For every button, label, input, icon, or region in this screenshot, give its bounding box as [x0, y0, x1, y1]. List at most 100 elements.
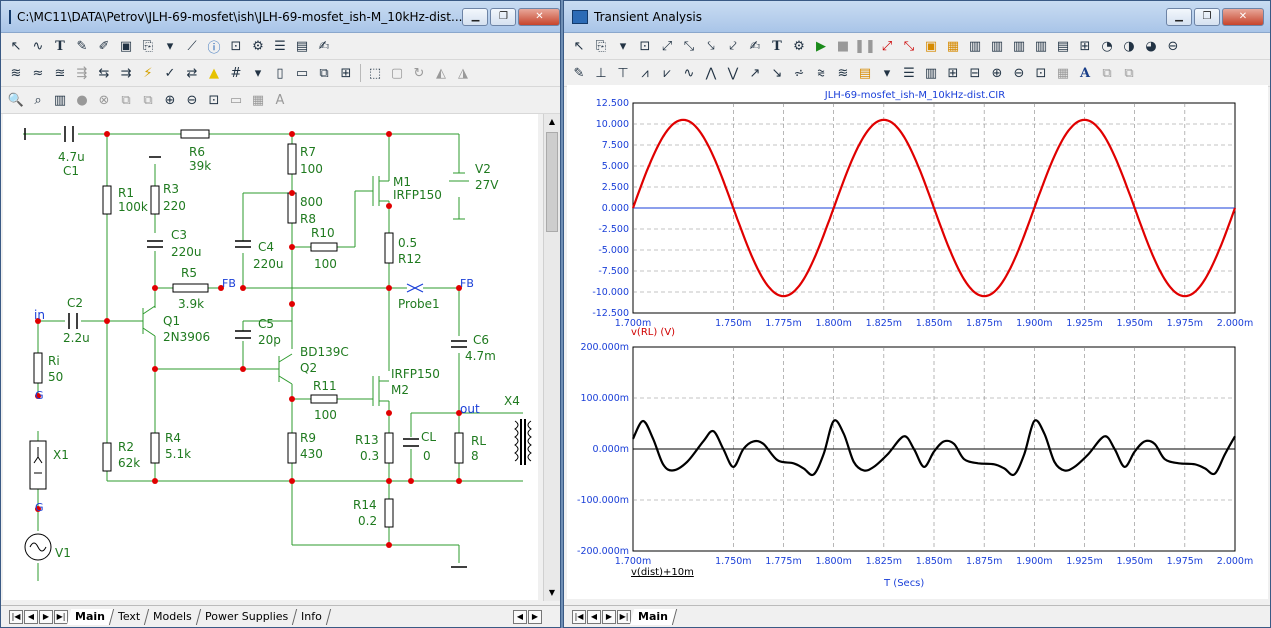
scale-x-icon[interactable]: ⤢ [661, 38, 673, 54]
node-voltages-icon[interactable]: ≈ [32, 65, 44, 81]
clipboard-icon-2[interactable]: ▤ [858, 65, 872, 81]
edit-graph-icon[interactable]: ✎ [573, 65, 585, 81]
zoom-fit-icon-2[interactable]: ⊡ [1035, 65, 1047, 81]
prev-page-button-2[interactable]: ◀ [587, 609, 601, 624]
info-icon[interactable]: ⓘ [207, 40, 221, 56]
probe-icon[interactable]: ⟋ [187, 38, 197, 54]
binoculars-icon[interactable]: ⌕ [34, 92, 42, 108]
select-icon[interactable]: ↖ [573, 38, 585, 54]
data-points-icon[interactable]: ▣ [924, 38, 938, 54]
warning-icon[interactable]: ▲ [209, 65, 219, 81]
mirror-icon[interactable]: ◮ [458, 65, 468, 81]
transient-titlebar[interactable]: Transient Analysis ▁ ❐ ✕ [564, 1, 1270, 33]
line-tool-icon[interactable]: ✎ [76, 38, 88, 54]
zoom-in-icon[interactable]: ⊕ [164, 92, 176, 108]
slope-icon[interactable]: ⩫ [793, 65, 805, 81]
plot-area[interactable]: JLH-69-mosfet_ish-M_10kHz-dist.CIR 1.700… [567, 85, 1268, 599]
next-page-button[interactable]: ▶ [39, 609, 53, 624]
properties-icon-2[interactable]: ⚙ [793, 38, 805, 54]
view-4-icon[interactable]: ▥ [1034, 38, 1048, 54]
minimize-button-2[interactable]: ▁ [1166, 7, 1192, 26]
copy-window-icon-2[interactable]: ⧉ [1102, 65, 1112, 81]
wire-mode-icon[interactable]: ∿ [32, 38, 44, 54]
valley-icon[interactable]: ⊤ [617, 65, 629, 81]
tokens-icon[interactable]: ▦ [946, 38, 960, 54]
condition-icon[interactable]: ✓ [164, 65, 176, 81]
find-icon[interactable]: 🔍 [7, 92, 25, 108]
library-icon[interactable]: ⚙ [252, 38, 264, 54]
stop-icon-2[interactable]: ■ [836, 38, 850, 54]
zoom-2-icon[interactable]: ◑ [1123, 38, 1135, 54]
cancel-icon[interactable]: ⊗ [98, 92, 110, 108]
pause-icon[interactable]: ❚❚ [854, 38, 876, 54]
tracker-icon[interactable]: ⊟ [969, 65, 981, 81]
copy-window-icon[interactable]: ⧉ [121, 92, 131, 108]
high-icon[interactable]: ⩘ [641, 65, 649, 81]
close-button-2[interactable]: ✕ [1222, 7, 1264, 26]
pan-icon[interactable]: ⤦ [729, 38, 737, 54]
scale-icon[interactable]: ⊡ [639, 38, 651, 54]
view-5-icon[interactable]: ▤ [1056, 38, 1070, 54]
zoom-3-icon[interactable]: ◕ [1145, 38, 1157, 54]
zoom-fit-icon[interactable]: ⊡ [208, 92, 220, 108]
last-page-button-2[interactable]: ▶| [617, 609, 631, 624]
zoom-out-icon-2[interactable]: ⊖ [1013, 65, 1025, 81]
tab-models[interactable]: Models [145, 608, 202, 625]
font-icon[interactable]: A [275, 92, 285, 108]
node-names-icon[interactable]: ≊ [54, 65, 66, 81]
restore-scale-icon[interactable]: ⤡ [903, 38, 915, 54]
scrollbar-thumb[interactable] [546, 132, 558, 232]
next-page-button-2[interactable]: ▶ [602, 609, 616, 624]
minimize-button[interactable]: ▁ [462, 7, 489, 26]
window-icon[interactable]: ⧉ [319, 65, 329, 81]
prev-simulation-icon[interactable]: ≋ [837, 65, 849, 81]
toolbox-icon[interactable]: ⊞ [340, 65, 352, 81]
scroll-left-button[interactable]: ◀ [513, 609, 527, 624]
peak-icon[interactable]: ⊥ [595, 65, 607, 81]
same-y-icon[interactable]: ⊞ [947, 65, 959, 81]
page-icon[interactable]: ▯ [276, 65, 284, 81]
scale-y-icon[interactable]: ⤡ [683, 38, 695, 54]
top-icon[interactable]: ↗ [749, 65, 761, 81]
scroll-right-button[interactable]: ▶ [528, 609, 542, 624]
numeric-output-icon[interactable]: ☰ [903, 65, 915, 81]
print-icon[interactable]: ▭ [229, 92, 243, 108]
global-low-icon[interactable]: ⋁ [727, 65, 739, 81]
graph-text-icon[interactable]: ✍ [749, 38, 761, 54]
run-icon[interactable]: ▶ [816, 38, 826, 54]
next-simulation-icon[interactable]: ⩬ [817, 65, 825, 81]
current-icon[interactable]: ⇆ [98, 65, 110, 81]
lightning-icon[interactable]: ⚡ [143, 65, 153, 81]
grid-icon[interactable]: # [230, 65, 242, 81]
tab-power-supplies[interactable]: Power Supplies [196, 608, 298, 625]
low-icon[interactable]: ⩗ [663, 65, 671, 81]
first-page-button-2[interactable]: |◀ [572, 609, 586, 624]
node-numbers-icon[interactable]: ≋ [10, 65, 22, 81]
prev-page-button[interactable]: ◀ [24, 609, 38, 624]
flag-tool-icon[interactable]: ✐ [98, 38, 110, 54]
swap-icon[interactable]: ⇄ [186, 65, 198, 81]
tile-icon[interactable]: ▦ [251, 92, 265, 108]
blank-icon[interactable]: ▢ [390, 65, 404, 81]
view-2-icon[interactable]: ▥ [990, 38, 1004, 54]
auto-scale-icon[interactable]: ⤢ [881, 38, 893, 54]
restore-button-2[interactable]: ❐ [1194, 7, 1220, 26]
schematic-canvas[interactable]: 4.7u C1 R6 39k R7 100 M1 IRFP150 V2 27V … [3, 114, 538, 600]
zoom-out-icon[interactable]: ⊖ [186, 92, 198, 108]
dropdown-arrow-icon-2[interactable]: ▾ [254, 65, 262, 81]
tab-main[interactable]: Main [66, 608, 115, 625]
restore-button[interactable]: ❐ [490, 7, 517, 26]
close-button[interactable]: ✕ [518, 7, 561, 26]
rotate-icon[interactable]: ↻ [413, 65, 425, 81]
view-6-icon[interactable]: ⊞ [1079, 38, 1091, 54]
tile-icon-2[interactable]: ▦ [1056, 65, 1070, 81]
help-icon[interactable]: ⊡ [230, 38, 242, 54]
bottom-icon[interactable]: ↘ [771, 65, 783, 81]
text-mode-icon[interactable]: T [55, 38, 65, 54]
component-icon[interactable]: ▣ [119, 38, 133, 54]
properties-icon[interactable]: ☰ [274, 38, 286, 54]
schematic-titlebar[interactable]: C:\MC11\DATA\Petrov\JLH-69-mosfet\ish\JL… [1, 1, 561, 33]
schematic-vertical-scrollbar[interactable]: ▲ ▼ [543, 114, 560, 601]
cursor-icon[interactable]: ⤥ [707, 38, 715, 54]
paste-window-icon-2[interactable]: ⧉ [1124, 65, 1134, 81]
